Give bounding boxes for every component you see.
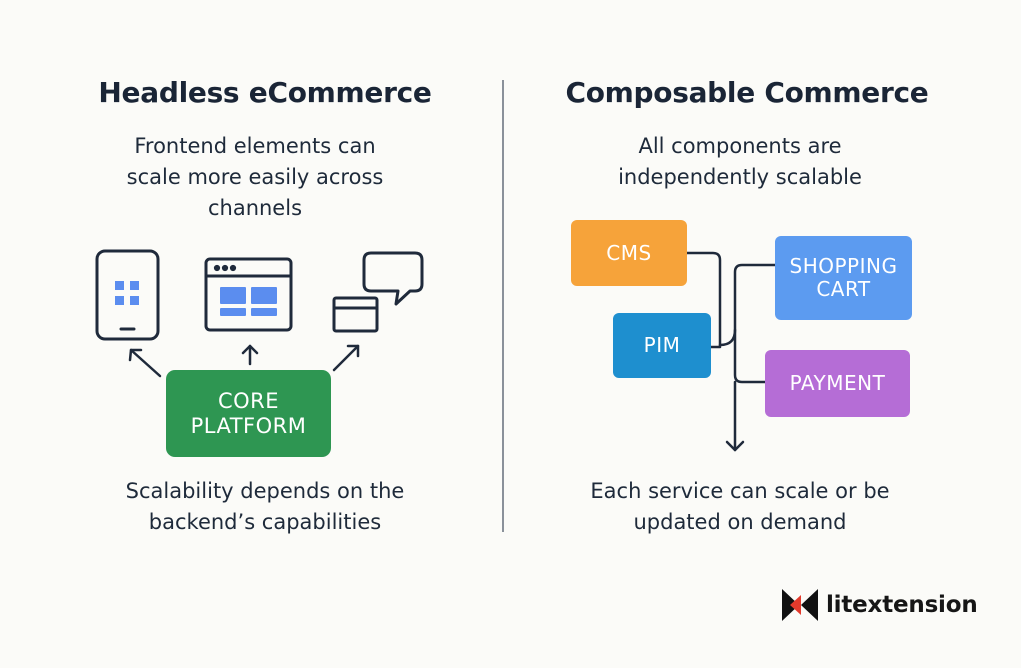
connector-cart — [718, 263, 777, 347]
shopping-cart-label: CART — [816, 277, 871, 301]
brand-logo: litextension — [780, 585, 978, 625]
web-browser-icon — [204, 257, 293, 332]
headless-subtitle: Frontend elements can scale more easily … — [95, 131, 415, 224]
headless-footer: Scalability depends on the backend’s cap… — [95, 476, 435, 538]
pim-box: PIM — [613, 313, 711, 378]
composable-subtitle-line: All components are — [638, 134, 842, 158]
chat-channel-icon — [332, 251, 424, 333]
composable-footer-line: Each service can scale or be — [590, 479, 890, 503]
connector-cms — [685, 251, 722, 349]
headless-title: Headless eCommerce — [98, 76, 432, 109]
payment-box: PAYMENT — [765, 350, 910, 417]
headless-subtitle-line: Frontend elements can — [134, 134, 376, 158]
cms-label: CMS — [606, 240, 652, 265]
core-arrows — [128, 344, 360, 378]
service-connectors — [685, 251, 777, 452]
brand-name: litextension — [826, 592, 978, 618]
litextension-logo-icon — [782, 589, 818, 621]
arrow-head — [346, 344, 360, 358]
composable-title: Composable Commerce — [565, 76, 929, 109]
composable-footer: Each service can scale or be updated on … — [560, 476, 920, 538]
composable-footer-line: updated on demand — [633, 510, 847, 534]
arrow-to-chat — [332, 344, 360, 372]
core-platform-label: CORE — [217, 388, 280, 413]
headless-subtitle-line: channels — [207, 196, 303, 220]
payment-label: PAYMENT — [789, 371, 886, 395]
composable-subtitle-line: independently scalable — [618, 165, 862, 189]
mobile-phone-icon — [95, 249, 160, 341]
arrow-to-mobile — [129, 348, 162, 378]
pim-label: PIM — [643, 333, 681, 357]
composable-subtitle: All components are independently scalabl… — [570, 131, 910, 193]
headless-footer-line: backend’s capabilities — [148, 510, 382, 534]
shopping-cart-label: SHOPPING — [789, 254, 898, 278]
shopping-cart-box: SHOPPING CART — [775, 236, 912, 320]
core-platform-label: PLATFORM — [190, 413, 307, 438]
connector-payment — [733, 328, 767, 384]
arrow-head — [128, 348, 143, 362]
headless-footer-line: Scalability depends on the — [125, 479, 405, 503]
headless-subtitle-line: scale more easily across — [126, 165, 384, 189]
cms-box: CMS — [571, 220, 687, 286]
core-platform-box: CORE PLATFORM — [166, 370, 331, 457]
section-divider — [502, 80, 504, 532]
arrow-head — [241, 344, 259, 355]
arrow-head — [725, 440, 745, 452]
